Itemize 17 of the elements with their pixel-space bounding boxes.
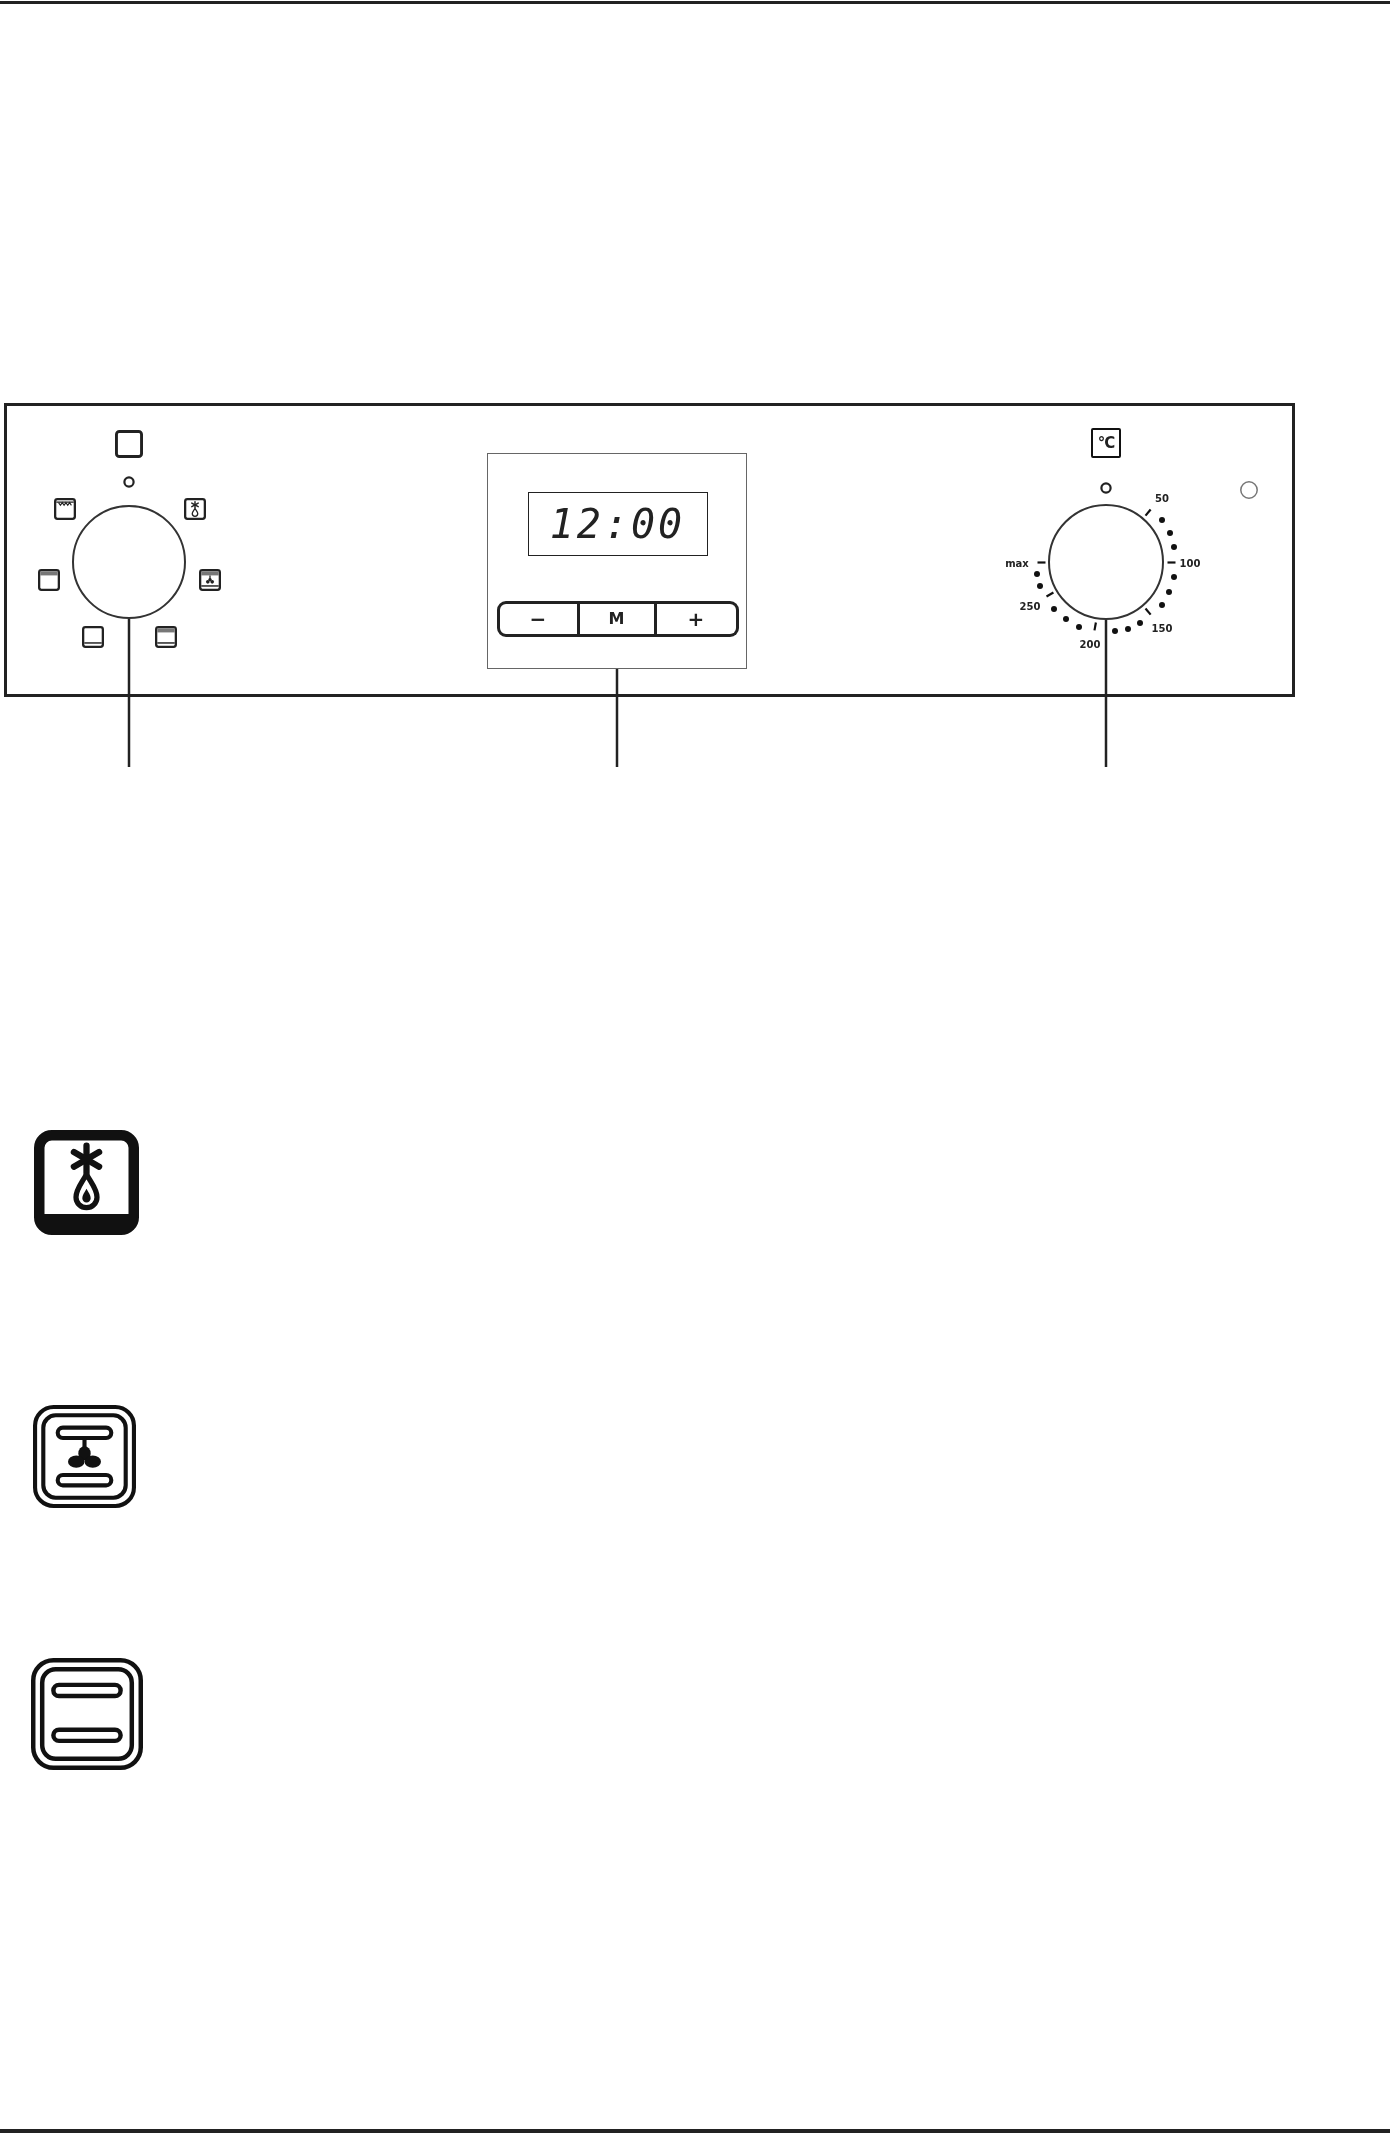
function-selector-knob bbox=[72, 505, 186, 619]
celsius-symbol: °C bbox=[1091, 428, 1121, 458]
control-panel bbox=[4, 403, 1295, 697]
clock-display: 12:00 bbox=[527, 491, 708, 556]
scale-number: 100 bbox=[1179, 557, 1201, 569]
minus-button: − bbox=[496, 600, 580, 637]
leader-line bbox=[1104, 620, 1108, 767]
scale-number: 250 bbox=[1019, 600, 1041, 612]
scale-number: 50 bbox=[1155, 492, 1169, 504]
plus-button: + bbox=[656, 600, 739, 637]
leader-line bbox=[127, 619, 131, 767]
leader-line bbox=[615, 669, 619, 767]
m-button: M bbox=[579, 600, 657, 637]
scale-number: max bbox=[1005, 557, 1029, 569]
timer-module-panel bbox=[487, 453, 747, 669]
scale-number: 200 bbox=[1079, 638, 1101, 650]
scale-number: 150 bbox=[1151, 622, 1173, 634]
